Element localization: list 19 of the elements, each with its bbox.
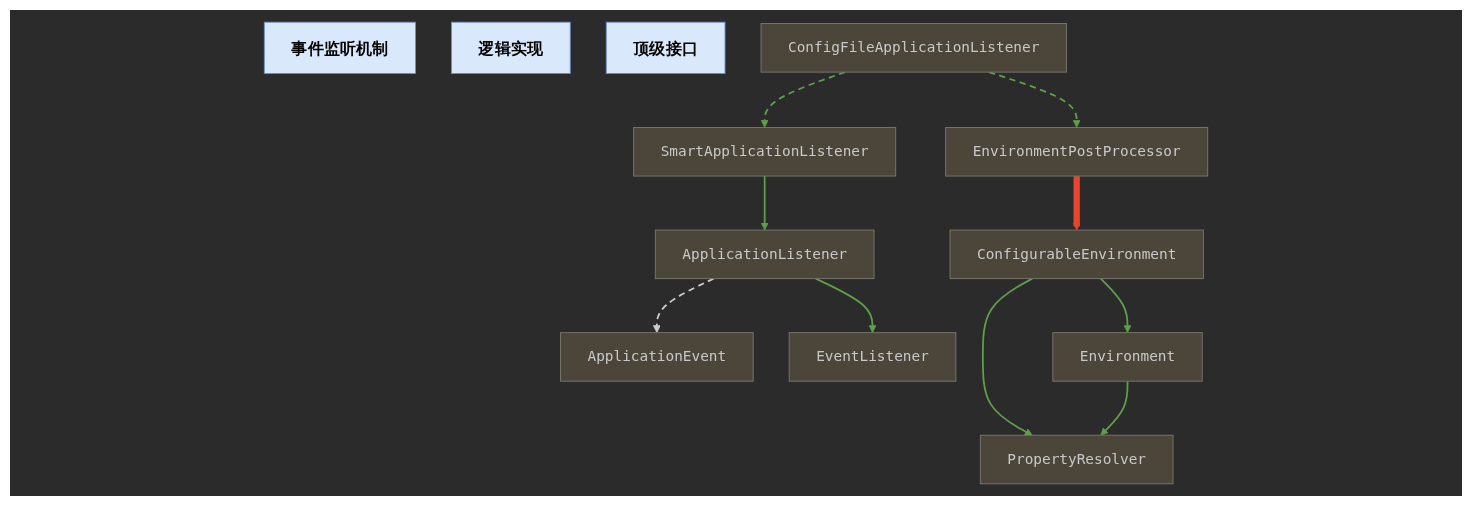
node-box: EventListener: [788, 332, 957, 382]
node-box: ConfigurableEnvironment: [949, 229, 1204, 280]
node-box: SmartApplicationListener: [633, 127, 897, 177]
node-box: ApplicationListener: [654, 229, 875, 280]
arrow: [981, 277, 1034, 436]
node-box: PropertyResolver: [979, 434, 1174, 485]
arrow: [814, 277, 877, 333]
node-box: ConfigFileApplicationListener: [760, 23, 1067, 73]
arrow: [652, 277, 715, 333]
node-box: 逻辑实现: [451, 21, 571, 74]
arrow: [1100, 380, 1129, 436]
node-box: EnvironmentPostProcessor: [945, 127, 1209, 177]
node-box: Environment: [1052, 332, 1203, 382]
arrow: [1099, 277, 1132, 333]
arrow: [760, 175, 769, 231]
node-box: ApplicationEvent: [560, 332, 754, 382]
node-box: 顶级接口: [605, 21, 726, 74]
node-box: 事件监听机制: [263, 21, 416, 74]
arrow: [1072, 176, 1081, 231]
